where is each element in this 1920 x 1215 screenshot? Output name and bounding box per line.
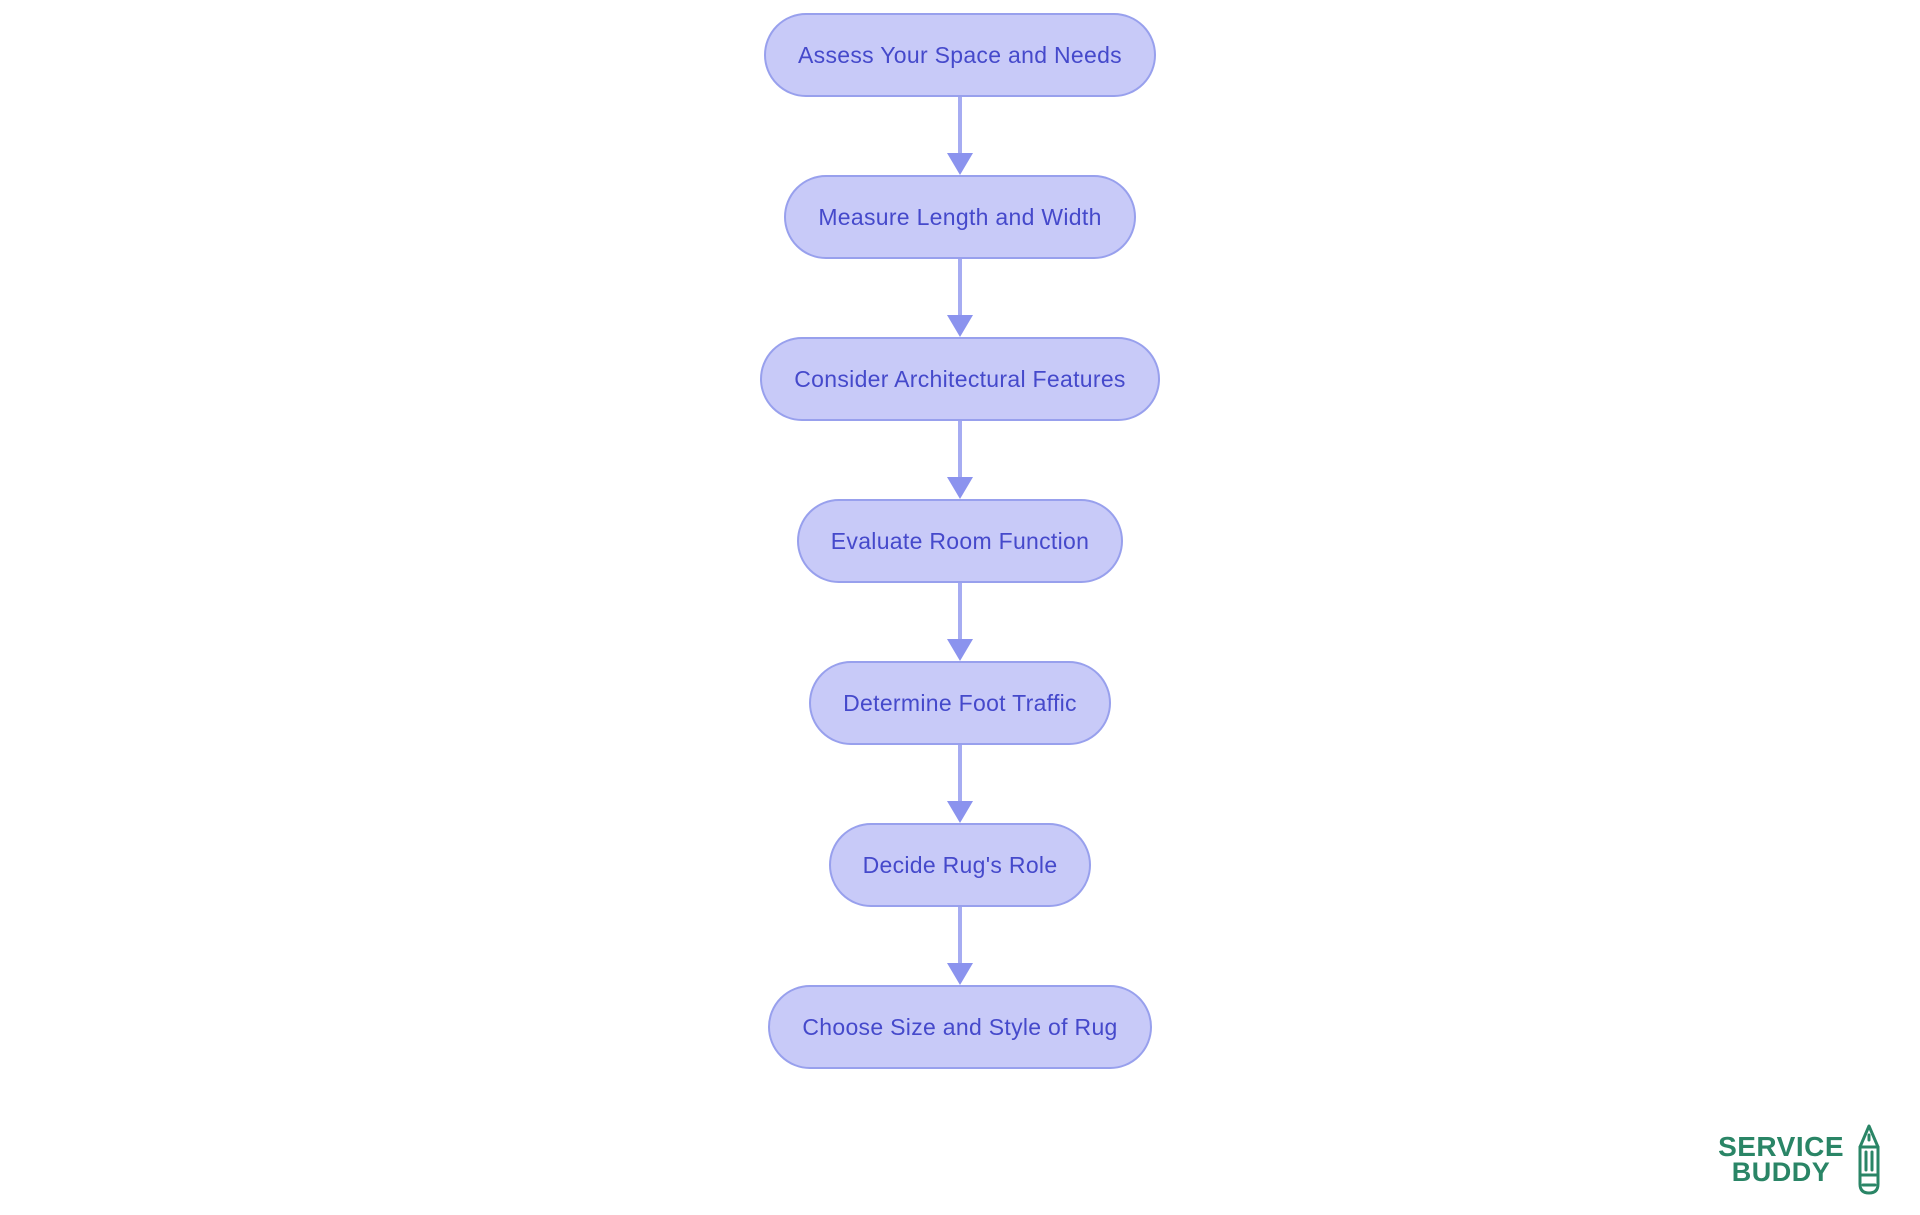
flow-node-measure-length-width: Measure Length and Width <box>784 175 1136 259</box>
logo-line2: BUDDY <box>1731 1157 1831 1188</box>
flow-node-rugs-role: Decide Rug's Role <box>828 823 1092 907</box>
arrow-down-connector <box>947 583 973 661</box>
logo-line1: SERVICE <box>1718 1130 1844 1162</box>
logo-wordmark: SERVICE BUDDY <box>1718 1130 1844 1188</box>
arrow-down-connector <box>947 745 973 823</box>
service-buddy-logo: SERVICE BUDDY <box>1718 1123 1884 1197</box>
arrow-down-connector <box>947 421 973 499</box>
flow-node-choose-size-style: Choose Size and Style of Rug <box>768 985 1152 1069</box>
pencil-icon <box>1858 1124 1880 1195</box>
flow-node-architectural-features: Consider Architectural Features <box>760 337 1160 421</box>
flow-node-foot-traffic: Determine Foot Traffic <box>809 661 1111 745</box>
flow-node-room-function: Evaluate Room Function <box>796 499 1124 583</box>
flowchart-column: Assess Your Space and Needs Measure Leng… <box>0 13 1920 1069</box>
arrow-down-connector <box>947 97 973 175</box>
flow-node-assess-space: Assess Your Space and Needs <box>764 13 1156 97</box>
arrow-down-connector <box>947 907 973 985</box>
arrow-down-connector <box>947 259 973 337</box>
